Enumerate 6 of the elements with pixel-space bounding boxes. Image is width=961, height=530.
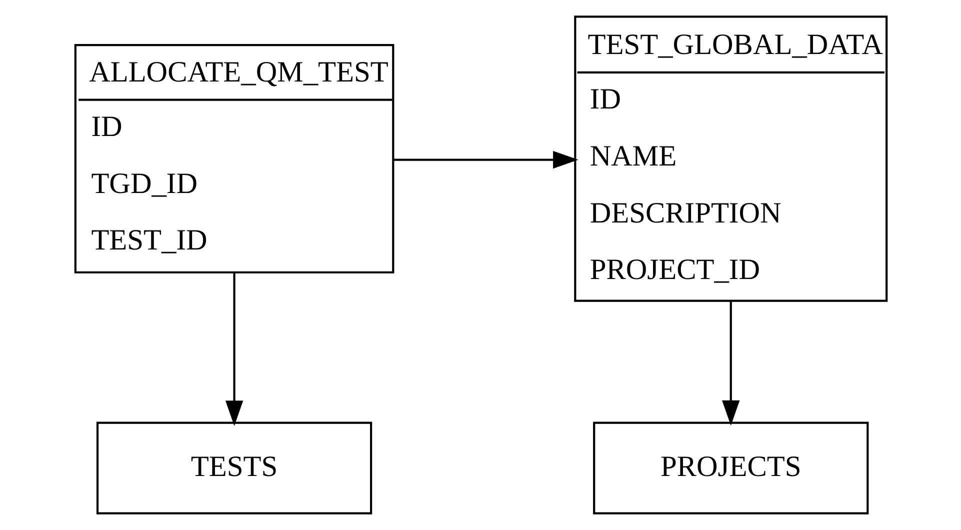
- node-box: PROJECTS: [592, 422, 868, 514]
- node-box: TESTS: [96, 422, 372, 514]
- arrow: [224, 273, 243, 426]
- arrow: [722, 302, 740, 426]
- arrow: [392, 150, 578, 169]
- node-box: TEST_GLOBAL_DATA ID NAME DESCRIPTION PROJECT_ID: [574, 16, 888, 302]
